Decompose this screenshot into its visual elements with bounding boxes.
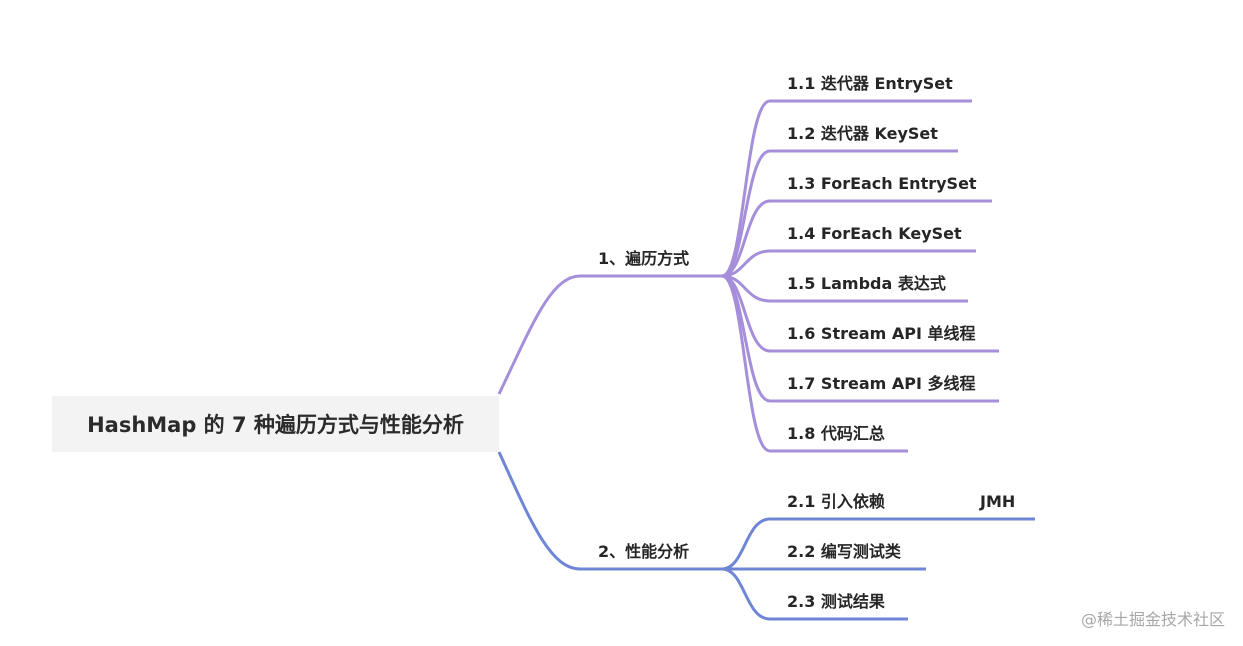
connector-leaf-1-1: [721, 99, 771, 278]
branch-1-label[interactable]: 1、遍历方式: [598, 249, 690, 268]
branch-2-label[interactable]: 2、性能分析: [598, 542, 690, 561]
connector-leaf-2-1: [721, 517, 771, 571]
leaf-1-1-label[interactable]: 1.1 迭代器 EntrySet: [787, 74, 953, 93]
leaf-1-8-label[interactable]: 1.8 代码汇总: [787, 424, 885, 443]
root-node[interactable]: HashMap 的 7 种遍历方式与性能分析: [52, 396, 499, 452]
leaf-1-7-label[interactable]: 1.7 Stream API 多线程: [787, 374, 976, 393]
leaf-2-1-label[interactable]: 2.1 引入依赖: [787, 492, 885, 511]
connector-root-branch-2: [497, 451, 581, 571]
leaf-1-4-label[interactable]: 1.4 ForEach KeySet: [787, 224, 962, 243]
leaf-2-2-label[interactable]: 2.2 编写测试类: [787, 542, 901, 561]
leaf-2-3-label[interactable]: 2.3 测试结果: [787, 592, 885, 611]
watermark: @稀土掘金技术社区: [1080, 610, 1225, 629]
connector-leaf-1-8: [721, 274, 771, 453]
leaf-1-2-label[interactable]: 1.2 迭代器 KeySet: [787, 124, 938, 143]
leaf-1-6-label[interactable]: 1.6 Stream API 单线程: [787, 324, 976, 343]
connector-leaf-1-3: [721, 199, 771, 278]
leaf-2-1-child-label[interactable]: JMH: [980, 492, 1016, 511]
connector-leaf-1-7: [721, 274, 771, 403]
connector-root-branch-1: [497, 274, 581, 395]
leaf-1-3-label[interactable]: 1.3 ForEach EntrySet: [787, 174, 977, 193]
connector-leaf-1-2: [721, 149, 771, 278]
leaf-1-5-label[interactable]: 1.5 Lambda 表达式: [787, 274, 946, 293]
connector-leaf-2-3: [721, 567, 771, 621]
root-title: HashMap 的 7 种遍历方式与性能分析: [87, 413, 464, 437]
